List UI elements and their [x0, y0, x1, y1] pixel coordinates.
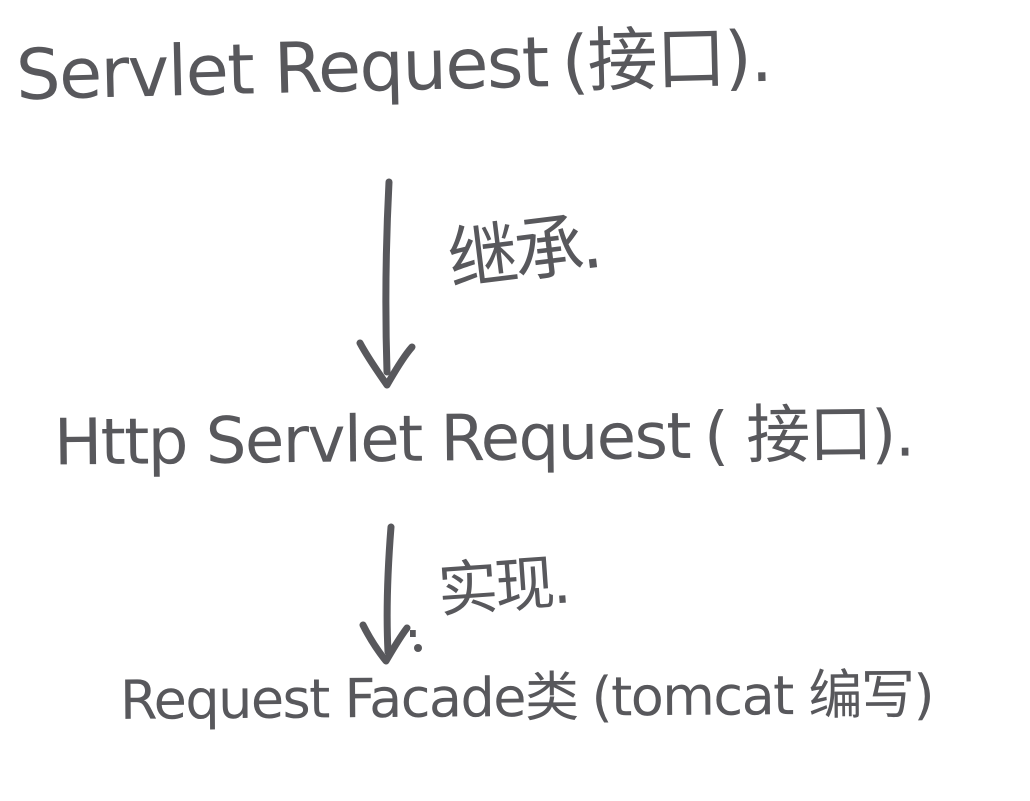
node-http-servlet-request-annotation: ( 接口).	[703, 397, 915, 474]
node-request-facade-annotation: (tomcat 编写)	[591, 663, 934, 729]
edge-inheritance-label: 继承.	[443, 202, 603, 302]
node-http-servlet-request: Http Servlet Request( 接口).	[53, 397, 915, 481]
down-arrow-implementation-icon	[359, 523, 422, 665]
down-arrow-inheritance-icon	[356, 178, 416, 389]
edge-implementation-tip-dot: .	[404, 586, 422, 651]
edge-implementation-label: 实现.	[435, 547, 571, 627]
node-servlet-request-label: Servlet Request	[15, 21, 549, 117]
node-servlet-request-annotation: (接口).	[560, 15, 773, 103]
node-http-servlet-request-label: Http Servlet Request	[53, 399, 691, 481]
node-servlet-request: Servlet Request(接口).	[15, 15, 773, 117]
node-request-facade: Request Facade类(tomcat 编写)	[119, 663, 934, 732]
node-request-facade-label: Request Facade类	[119, 665, 578, 732]
